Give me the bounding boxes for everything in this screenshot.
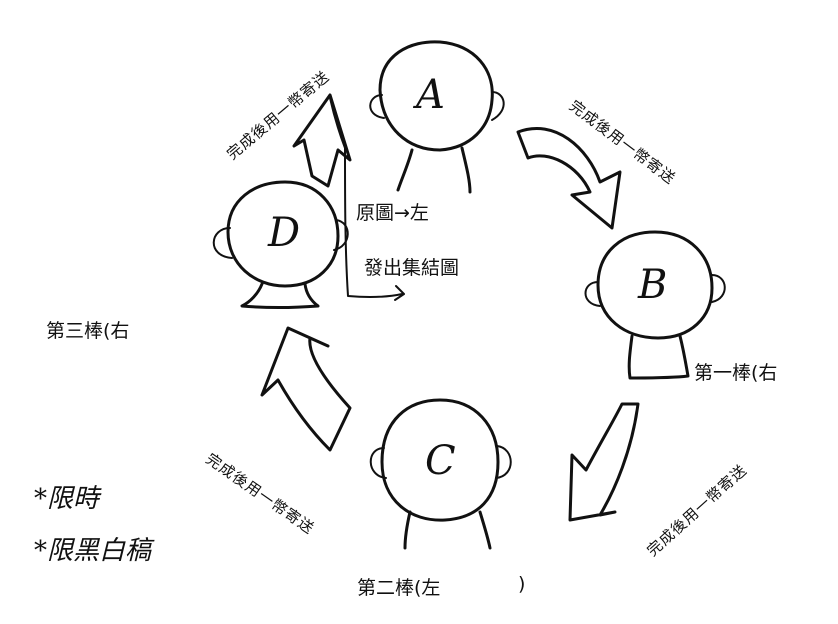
- center-line-collect: 發出集結圖: [364, 257, 460, 279]
- character-d-body: [240, 282, 320, 309]
- baton-third-label: 第三棒(右: [46, 320, 130, 342]
- rule-black-white: *限黑白稿: [34, 536, 152, 566]
- character-c: [369, 398, 512, 550]
- node-letter-b: B: [638, 262, 668, 308]
- character-b-ear-icon: [711, 274, 726, 303]
- center-connector-top: [329, 97, 346, 149]
- character-b-body: [627, 334, 690, 380]
- character-d-head: [226, 180, 340, 288]
- arrow-a-to-b: [516, 126, 622, 230]
- arrow-c-to-d: [260, 326, 352, 452]
- character-a-ear-icon: [369, 94, 385, 119]
- character-b: [584, 230, 726, 380]
- character-c-ear-icon: [495, 445, 512, 479]
- baton-second-label: 第二棒(左: [357, 577, 441, 599]
- node-letter-d: D: [268, 210, 301, 256]
- character-d-ear-icon: [333, 219, 349, 251]
- baton-first-label: 第一棒(右: [694, 362, 778, 384]
- character-a-ear-icon: [491, 91, 505, 121]
- character-a-body: [396, 146, 472, 194]
- node-letter-c: C: [425, 438, 456, 484]
- character-b-ear-icon: [584, 281, 601, 307]
- character-b-head: [596, 230, 714, 340]
- character-c-ear-icon: [369, 447, 387, 479]
- character-d-ear-icon: [212, 227, 233, 259]
- character-a: [369, 40, 505, 194]
- arrow-b-to-c: [568, 402, 640, 522]
- center-line-original: 原圖→左: [356, 202, 429, 224]
- character-a-head: [378, 40, 494, 152]
- node-letter-a: A: [416, 72, 445, 118]
- baton-second-close: ): [518, 573, 526, 595]
- character-d: [212, 180, 349, 309]
- center-connector-line: [344, 147, 405, 301]
- character-c-head: [380, 398, 500, 522]
- rule-time-limit: *限時: [34, 484, 100, 514]
- character-c-body: [403, 510, 492, 550]
